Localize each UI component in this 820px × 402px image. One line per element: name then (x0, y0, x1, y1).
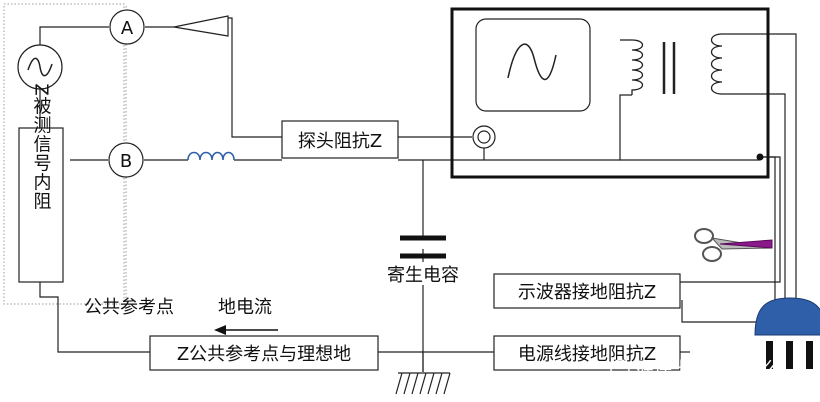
scissors-icon (694, 228, 773, 262)
wires (39, 17, 797, 372)
scope-ground-impedance-box: 示波器接地阻抗Z (493, 273, 681, 309)
ammeter-a: A (109, 9, 145, 45)
ideal-ground-impedance-box: Z公共参考点与理想地 (149, 335, 379, 371)
power-cord-impedance-box: 电源线接地阻抗Z (493, 335, 681, 371)
probe-impedance-box: 探头阻抗Z (281, 120, 399, 159)
ground-current-label: 地电流 (218, 297, 272, 318)
scope-screen (475, 18, 591, 112)
meter-b: B (108, 142, 144, 178)
ground-junction (756, 153, 764, 161)
sine-wave-icon (507, 43, 557, 81)
earth-ground-icon (395, 372, 451, 395)
scope-ground-impedance-label: 示波器接地阻抗Z (518, 282, 656, 303)
transformer-icon (620, 33, 723, 95)
watermark: 硬件十万个为什么 (610, 359, 780, 380)
oscilloscope (450, 7, 770, 179)
current-arrow-icon (214, 325, 278, 335)
capacitor-icon (400, 235, 446, 259)
probe-impedance-label: 探头阻抗Z (298, 131, 382, 152)
source-impedance-box: Z被测信号内阻 (18, 83, 64, 283)
bnc-connector-icon (472, 125, 496, 149)
power-plug-icon (754, 297, 820, 369)
meter-b-label: B (120, 151, 132, 172)
common-reference-point-label: 公共参考点 (84, 297, 174, 318)
probe-tip-icon (173, 15, 229, 37)
ideal-ground-impedance-label: Z公共参考点与理想地 (177, 344, 351, 365)
watermark-text: 硬件十万个为什么 (636, 359, 780, 380)
source-impedance-label: Z被测信号内阻 (31, 83, 52, 210)
parasitic-capacitance-label: 寄生电容 (387, 265, 459, 286)
meter-a-label: A (121, 18, 134, 39)
inductor-icon (187, 151, 235, 161)
